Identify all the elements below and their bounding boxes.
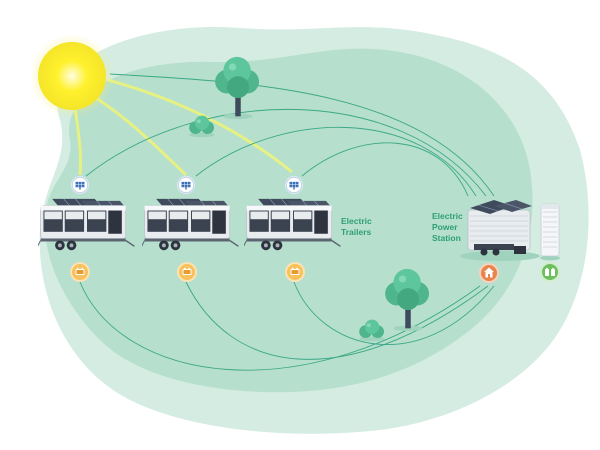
link-line-solar-2	[195, 126, 477, 197]
link-line-sun-station	[109, 73, 495, 197]
label-electric-trailers-line1: Electric	[341, 216, 372, 226]
home-icon	[479, 263, 499, 283]
solar-panel-icon	[71, 176, 89, 194]
battery-icon	[285, 262, 305, 282]
sun-ray-3	[107, 78, 293, 174]
label-electric-power-station: Electric Power Station	[432, 211, 465, 243]
battery-icon	[177, 262, 197, 282]
link-line-battery-3	[293, 281, 495, 346]
label-power-station-line3: Station	[432, 233, 461, 243]
link-line-battery-2	[185, 281, 489, 360]
battery-pair-icon	[540, 262, 560, 282]
solar-panel-icon	[285, 176, 303, 194]
power-station-icon	[460, 200, 540, 261]
label-power-station-line1: Electric	[432, 211, 463, 221]
solar-panel-icon	[177, 176, 195, 194]
link-line-solar-3	[301, 142, 469, 197]
label-electric-trailers: Electric Trailers	[341, 216, 374, 237]
charger-icon	[540, 203, 560, 261]
sun-icon	[30, 34, 114, 118]
sun-ray-2	[95, 96, 188, 177]
link-line-solar-1	[85, 108, 487, 197]
label-electric-trailers-line2: Trailers	[341, 227, 372, 237]
label-power-station-line2: Power	[432, 222, 458, 232]
battery-icon	[70, 262, 90, 282]
